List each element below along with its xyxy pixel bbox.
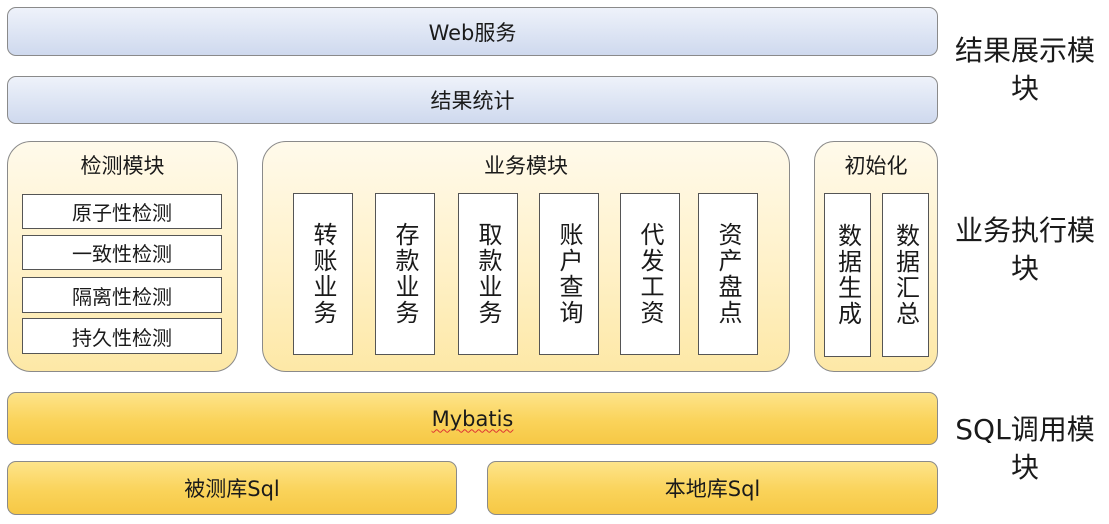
tested-db-sql-layer: 被测库Sql xyxy=(7,461,457,515)
init-item-data-summary: 数据汇总 xyxy=(882,193,929,357)
business-item-deposit: 存款业务 xyxy=(375,193,435,355)
side-label-business-execution: 业务执行模块 xyxy=(954,214,1095,285)
mybatis-label: Mybatis xyxy=(431,406,514,431)
web-service-label: Web服务 xyxy=(428,20,517,45)
result-stats-layer: 结果统计 xyxy=(7,76,938,124)
side-label-sql-invocation: SQL调用模块 xyxy=(955,413,1095,484)
detection-item-atomicity: 原子性检测 xyxy=(22,194,222,229)
business-item-withdraw: 取款业务 xyxy=(458,193,518,355)
business-item-account-query: 账户查询 xyxy=(539,193,599,355)
init-module-panel: 初始化 数据生成 数据汇总 xyxy=(814,141,938,372)
business-item-transfer: 转账业务 xyxy=(293,193,353,355)
business-module-title: 业务模块 xyxy=(484,154,568,178)
local-db-sql-layer: 本地库Sql xyxy=(487,461,938,515)
web-service-layer: Web服务 xyxy=(7,7,938,56)
result-stats-label: 结果统计 xyxy=(430,89,515,113)
detection-module-panel: 检测模块 原子性检测 一致性检测 隔离性检测 持久性检测 xyxy=(7,141,238,372)
detection-module-title: 检测模块 xyxy=(80,154,165,178)
business-module-panel: 业务模块 转账业务 存款业务 取款业务 账户查询 代发工资 资产盘点 xyxy=(262,141,790,372)
detection-item-consistency: 一致性检测 xyxy=(22,235,222,270)
detection-item-isolation: 隔离性检测 xyxy=(22,277,222,313)
local-db-sql-label: 本地库Sql xyxy=(664,477,761,501)
init-module-title: 初始化 xyxy=(844,154,908,178)
mybatis-layer: Mybatis xyxy=(7,392,938,445)
tested-db-sql-label: 被测库Sql xyxy=(184,477,280,501)
detection-item-durability: 持久性检测 xyxy=(22,318,222,354)
side-label-result-display: 结果展示模块 xyxy=(954,34,1095,105)
business-item-payroll: 代发工资 xyxy=(620,193,680,355)
business-item-asset-inventory: 资产盘点 xyxy=(698,193,758,355)
init-item-data-generation: 数据生成 xyxy=(824,193,871,357)
